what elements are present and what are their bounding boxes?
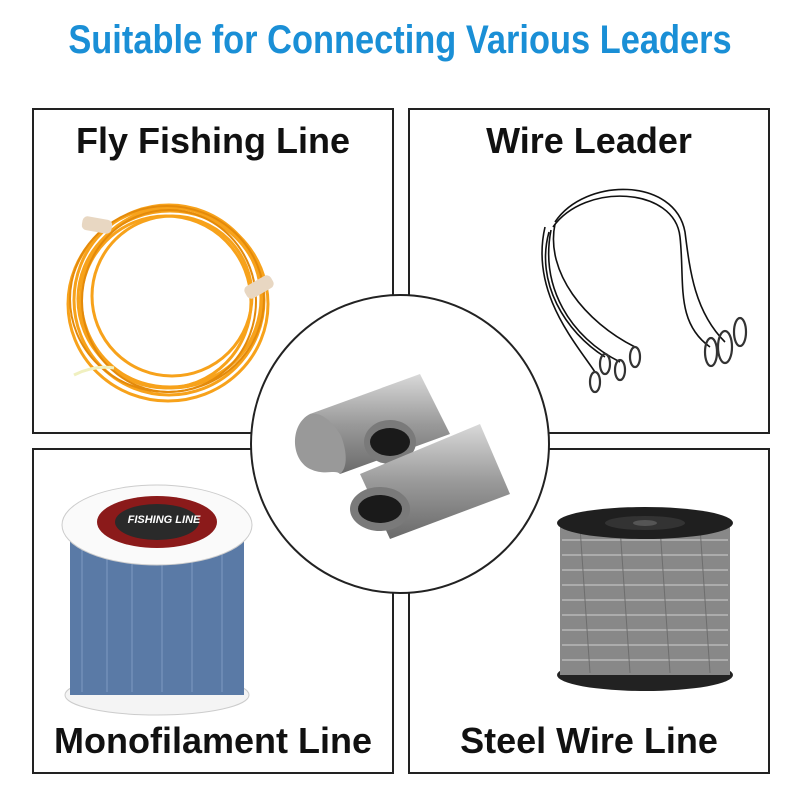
- crimp-sleeves-image: [295, 374, 510, 539]
- panel-label: Fly Fishing Line: [75, 120, 350, 161]
- monofilament-spool-image: [61, 484, 253, 716]
- spool-label-text: FISHING LINE: [127, 514, 201, 526]
- wire-leader-image: [541, 188, 748, 394]
- crimp-sleeves-circle: [250, 294, 550, 594]
- panel-label: Steel Wire Line: [460, 720, 718, 761]
- panel-label: Wire Leader: [486, 120, 692, 161]
- panel-fly-fishing-line: Fly Fishing Line: [32, 108, 394, 434]
- panel-wire-leader: Wire Leader: [408, 108, 770, 434]
- page-title: Suitable for Connecting Various Leaders: [68, 18, 732, 62]
- fly-line-coil-image: [66, 203, 274, 403]
- steel-wire-spool-image: [557, 507, 733, 691]
- panel-label: Monofilament Line: [54, 720, 372, 761]
